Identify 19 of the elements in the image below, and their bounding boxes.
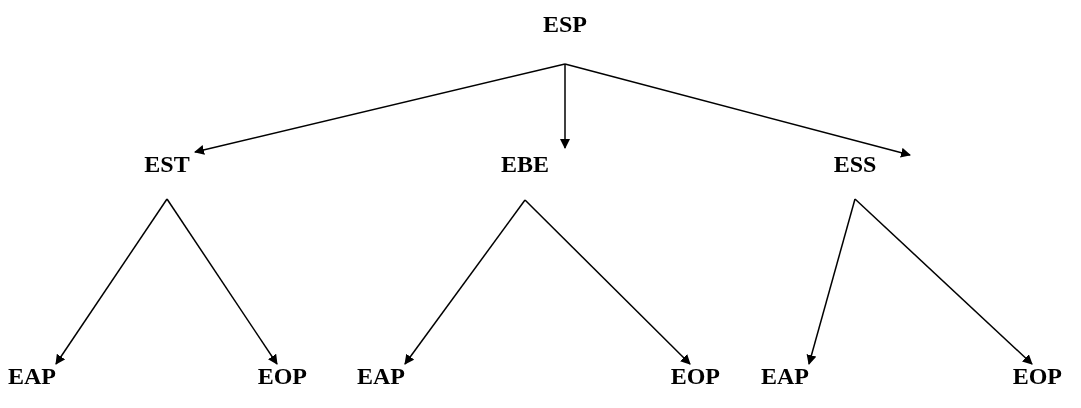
arrow	[404, 199, 526, 365]
arrow	[854, 198, 1033, 365]
node-label: EAP	[761, 362, 809, 390]
node-label: EAP	[8, 362, 56, 390]
arrow	[560, 63, 570, 149]
node-label: EBE	[501, 150, 549, 178]
node-label: EAP	[357, 362, 405, 390]
arrow	[166, 198, 278, 365]
arrow	[194, 63, 566, 155]
arrow	[55, 198, 168, 365]
node-label: EOP	[257, 362, 307, 390]
node-label: EOP	[670, 362, 720, 390]
node-label: EOP	[1012, 362, 1062, 390]
arrow	[806, 198, 856, 365]
node-label: EST	[144, 150, 190, 178]
arrow	[564, 63, 911, 158]
arrow	[524, 199, 691, 365]
node-label: ESS	[833, 150, 877, 178]
node-label: ESP	[543, 10, 587, 38]
